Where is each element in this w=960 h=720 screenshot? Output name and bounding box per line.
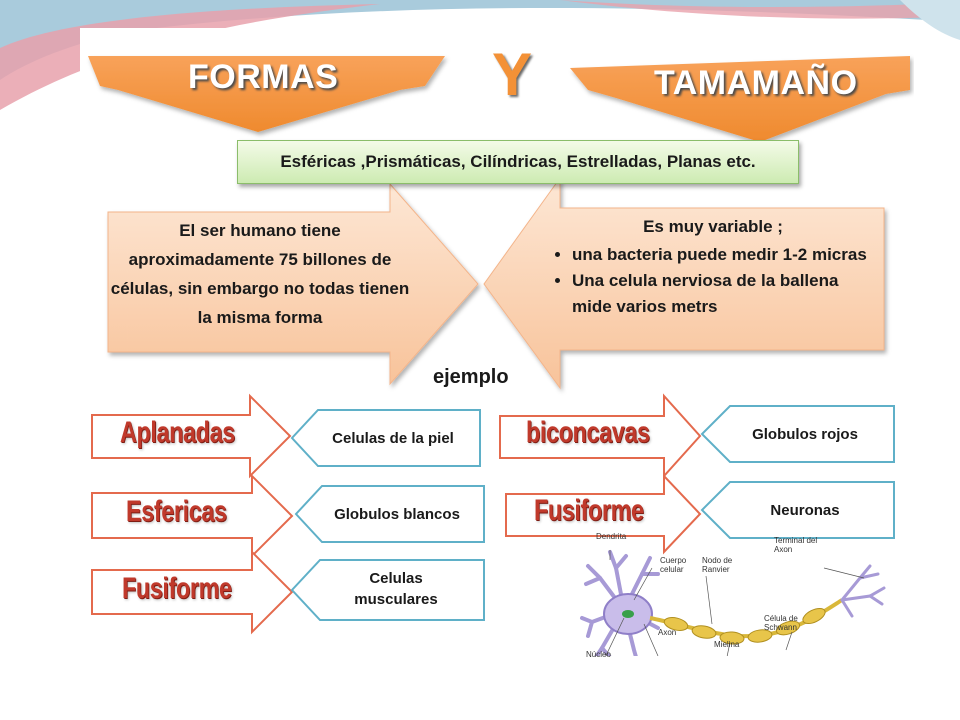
example-boxes-left bbox=[290, 409, 485, 621]
label-axon: Axon bbox=[658, 628, 677, 637]
size-item: Una celula nerviosa de la ballena mide v… bbox=[572, 268, 876, 320]
example-celulas-piel: Celulas de la piel bbox=[332, 430, 454, 447]
title-tamano: TAMAMAÑO bbox=[654, 64, 858, 102]
formas-list-box: Esféricas ,Prismáticas, Cilíndricas, Est… bbox=[237, 140, 799, 184]
example-arrows-right bbox=[499, 393, 702, 555]
diagram-panel: FORMAS Y TAMAMAÑO Esféricas ,Prismáticas… bbox=[80, 28, 914, 659]
left-peach-arrow bbox=[107, 182, 479, 386]
example-celulas-musculares: Celulas musculares bbox=[354, 570, 438, 608]
example-globulos-rojos: Globulos rojos bbox=[752, 426, 858, 443]
example-arrows-left bbox=[91, 393, 294, 635]
shape-biconcavas: biconcavas bbox=[526, 416, 650, 449]
label-dendrita: Dendrita bbox=[596, 532, 627, 541]
shape-fusiforme-right: Fusiforme bbox=[534, 494, 644, 527]
left-description: El ser humano tiene aproximadamente 75 b… bbox=[110, 221, 410, 327]
diagram-shapes bbox=[88, 56, 910, 656]
size-heading: Es muy variable ; bbox=[643, 217, 783, 236]
label-nucleo: Núcleo bbox=[586, 650, 611, 659]
label-celula-schwann: Célula de Schwann bbox=[764, 614, 798, 632]
right-peach-arrow bbox=[483, 176, 885, 390]
label-cuerpo-celular: Cuerpo celular bbox=[660, 556, 687, 574]
label-terminal-axon: Terminal del Axon bbox=[774, 536, 818, 554]
tamano-arrow bbox=[570, 56, 910, 142]
example-boxes-right bbox=[700, 405, 895, 539]
shape-aplanadas: Aplanadas bbox=[120, 416, 235, 449]
formas-arrow bbox=[88, 56, 445, 132]
size-description: Es muy variable ; una bacteria puede med… bbox=[530, 214, 876, 320]
size-list: una bacteria puede medir 1-2 micras Una … bbox=[530, 242, 876, 320]
size-item: una bacteria puede medir 1-2 micras bbox=[572, 242, 876, 268]
shape-esfericas: Esfericas bbox=[126, 495, 227, 528]
title-y: Y bbox=[492, 41, 533, 108]
shape-fusiforme-left: Fusiforme bbox=[122, 572, 232, 605]
example-neuronas: Neuronas bbox=[770, 502, 840, 519]
label-nodo-ranvier: Nodo de Ranvier bbox=[702, 556, 733, 574]
ejemplo-label: ejemplo bbox=[433, 366, 509, 388]
title-formas: FORMAS bbox=[188, 58, 339, 96]
neuron-illustration bbox=[580, 550, 886, 656]
label-mielina: Mielina bbox=[714, 640, 740, 649]
example-globulos-blancos: Globulos blancos bbox=[334, 506, 460, 523]
